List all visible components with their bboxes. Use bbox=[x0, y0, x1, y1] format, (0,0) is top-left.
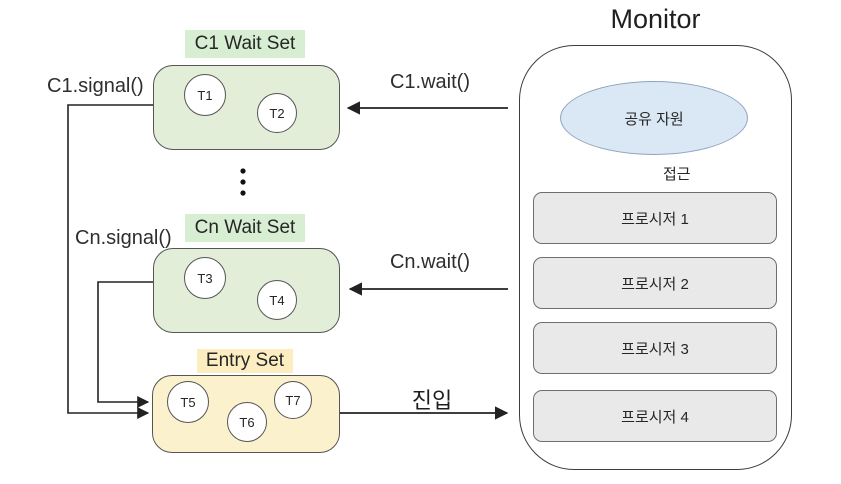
c1-signal-connector bbox=[67, 104, 153, 419]
procedure-2-box: 프로시저 2 bbox=[533, 257, 777, 309]
c1-wait-set-title: C1 Wait Set bbox=[185, 30, 305, 58]
c1-wait-label: C1.wait() bbox=[389, 71, 470, 93]
thread-t3: T3 bbox=[184, 257, 226, 299]
thread-t6: T6 bbox=[227, 402, 267, 442]
thread-t2: T2 bbox=[257, 93, 297, 133]
entry-set-title: Entry Set bbox=[197, 349, 293, 373]
procedure-1-box: 프로시저 1 bbox=[533, 192, 777, 244]
access-label: 접근 bbox=[663, 166, 691, 183]
cn-signal-connector bbox=[97, 281, 153, 408]
entry-arrow-label: 진입 bbox=[411, 388, 453, 413]
c1-signal-label: C1.signal() bbox=[47, 75, 144, 97]
ellipsis-dots-icon bbox=[240, 168, 246, 196]
procedure-4-box: 프로시저 4 bbox=[533, 390, 777, 442]
shared-resource-ellipse: 공유 자원 bbox=[560, 81, 748, 155]
thread-t7: T7 bbox=[274, 381, 312, 419]
cn-wait-label: Cn.wait() bbox=[389, 251, 470, 273]
monitor-title: Monitor bbox=[610, 3, 701, 34]
thread-t4: T4 bbox=[257, 280, 297, 320]
cn-signal-label: Cn.signal() bbox=[75, 227, 172, 249]
cn-wait-set-title: Cn Wait Set bbox=[185, 214, 305, 242]
procedure-3-box: 프로시저 3 bbox=[533, 322, 777, 374]
thread-t1: T1 bbox=[184, 74, 226, 116]
thread-t5: T5 bbox=[167, 381, 209, 423]
cn-wait-set-box bbox=[153, 248, 340, 333]
c1-wait-set-box bbox=[153, 65, 340, 150]
